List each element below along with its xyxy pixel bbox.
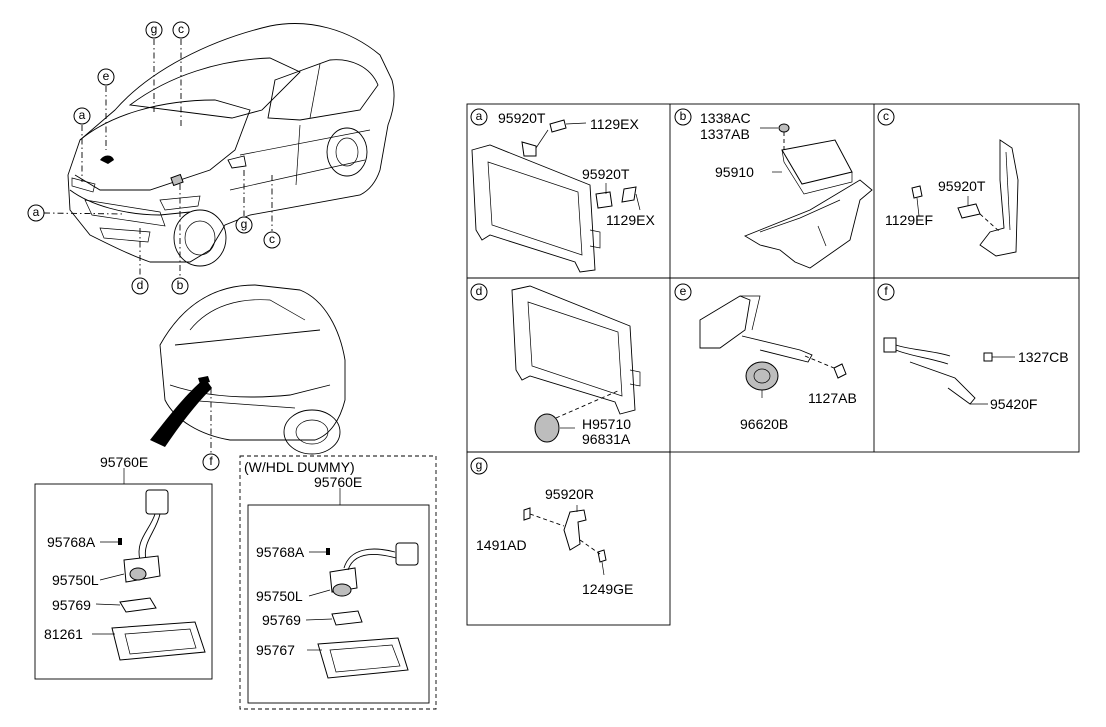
part-label: 1338AC — [700, 110, 751, 126]
part-label: 1129EX — [606, 212, 655, 228]
part-label: 95768A — [256, 544, 305, 560]
camera-std-assembly: 95760E — [100, 454, 149, 470]
vehicle-front-view — [67, 23, 395, 267]
part-label: 1129EF — [885, 212, 933, 228]
panel-d-drawing — [511, 285, 641, 443]
part-label: 95920T — [498, 110, 546, 126]
panel-e-drawing — [699, 295, 847, 398]
part-label: 1327CB — [1018, 349, 1069, 365]
part-label: 1127AB — [808, 390, 857, 406]
part-label: 95920T — [582, 166, 630, 182]
part-label: 95420F — [990, 396, 1038, 412]
part-label: 96620B — [740, 416, 789, 432]
part-label: 1337AB — [700, 126, 750, 142]
panel-g-drawing — [523, 505, 607, 576]
camera-std-group — [34, 468, 213, 680]
camera-hdl-group — [239, 455, 437, 710]
part-label: 1129EX — [590, 116, 639, 132]
front-view-leaders — [43, 39, 273, 277]
callout-a-left: a — [32, 205, 40, 219]
callout-d: d — [136, 278, 144, 292]
panel-b-drawing — [743, 123, 873, 269]
panel-g-letter: g — [475, 458, 483, 472]
panel-d-letter: d — [475, 284, 483, 298]
camera-hdl-assembly: 95760E — [314, 474, 363, 490]
panel-f-drawing — [883, 337, 1015, 405]
part-label: 96831A — [582, 431, 631, 447]
callout-c-top: c — [178, 22, 184, 36]
part-label: H95710 — [582, 416, 632, 432]
callout-b: b — [176, 278, 184, 292]
callout-g-top: g — [150, 22, 158, 36]
part-label: 81261 — [44, 626, 83, 642]
callout-a-top: a — [78, 108, 86, 122]
part-label: 95750L — [256, 588, 303, 604]
panel-grid — [466, 103, 1080, 626]
part-label: 95910 — [715, 164, 754, 180]
part-label: 95769 — [52, 597, 91, 613]
part-label: 95768A — [47, 534, 96, 550]
callout-f: f — [209, 454, 213, 468]
part-label: 1491AD — [476, 537, 527, 553]
part-label: 95920R — [545, 486, 595, 502]
panel-f-letter: f — [884, 284, 888, 298]
part-label: 95920T — [938, 178, 986, 194]
part-label: 95769 — [262, 612, 301, 628]
vehicle-rear-view — [150, 284, 346, 455]
part-label: 1249GE — [582, 581, 634, 597]
part-label: 95750L — [52, 572, 99, 588]
callout-g-bottom: g — [240, 217, 248, 231]
panel-c-drawing — [911, 139, 1019, 257]
part-label: 95767 — [256, 642, 295, 658]
callout-e: e — [102, 69, 110, 83]
panel-e-letter: e — [679, 284, 687, 298]
variant-label: (W/HDL DUMMY) — [244, 459, 355, 475]
panel-c-letter: c — [883, 109, 889, 123]
callout-c-bottom: c — [269, 232, 275, 246]
panel-b-letter: b — [679, 109, 687, 123]
panel-a-letter: a — [475, 109, 483, 123]
panel-a-drawing — [471, 119, 641, 273]
